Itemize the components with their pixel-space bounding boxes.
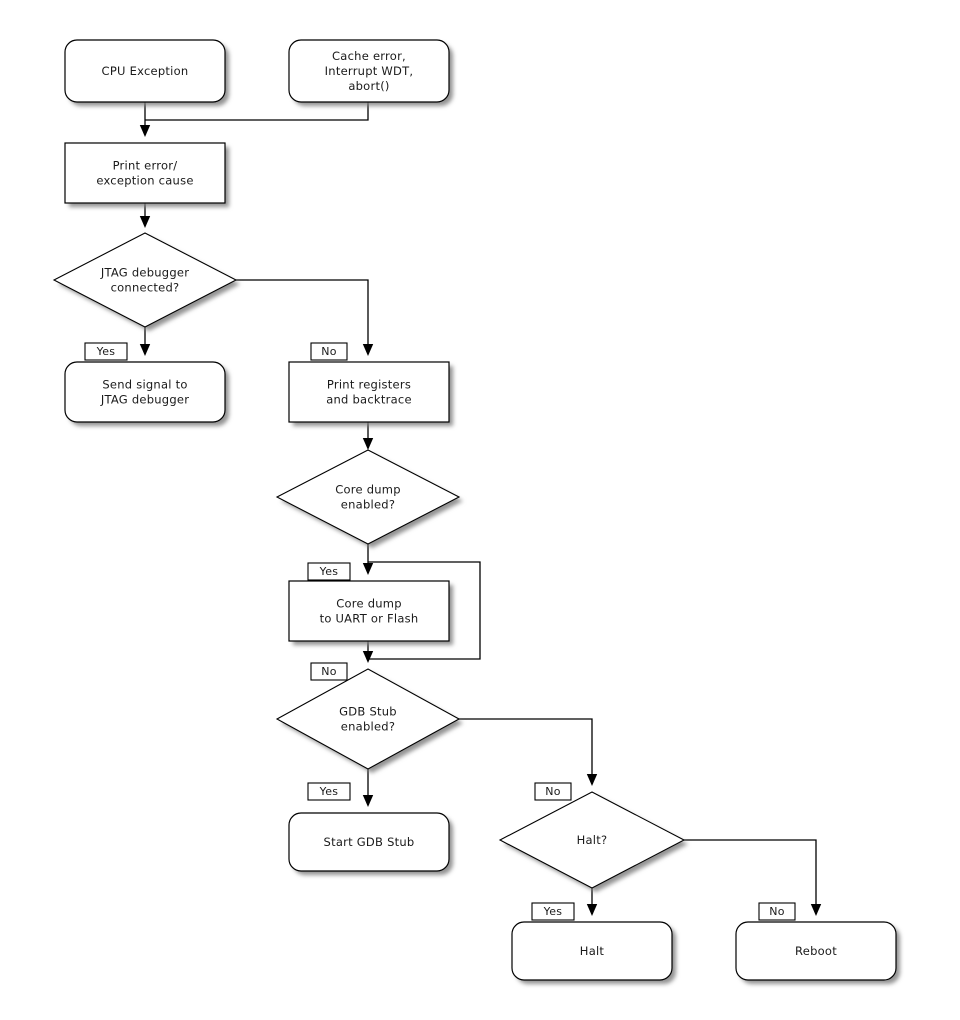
arrow-head-icon	[362, 563, 374, 575]
edge-path	[236, 279, 369, 354]
node-diamond[interactable]	[52, 232, 238, 328]
edge-path	[368, 561, 481, 660]
node-rect[interactable]	[64, 142, 226, 204]
node-rect[interactable]	[288, 361, 450, 423]
edge-path	[684, 839, 817, 914]
edge-label-box	[310, 342, 348, 361]
edge-label-box	[534, 782, 572, 801]
edge-label-label-halt-yes: Yes	[531, 902, 575, 921]
edge-label-label-gdbstub-yes: Yes	[307, 782, 351, 801]
edge-halt-yes-to-halt	[586, 888, 598, 916]
edge-label-label-coredump-no: No	[310, 662, 348, 681]
edge-gdbstub-no-to-halt-decision	[458, 718, 598, 786]
arrow-head-icon	[362, 795, 374, 807]
edge-path	[145, 102, 369, 121]
edge-label-text: Yes	[96, 345, 116, 358]
edge-coredump-to-gdbstub	[362, 641, 374, 663]
edge-cpu-to-print-error	[139, 102, 151, 137]
edge-label-text: Yes	[319, 565, 339, 578]
node-label: Start GDB Stub	[324, 835, 415, 849]
edge-label-text: No	[321, 665, 337, 678]
node-diamond[interactable]	[498, 791, 686, 889]
edge-label-label-gdbstub-no: No	[534, 782, 572, 801]
node-label: Print error/exception cause	[96, 158, 193, 187]
node-rounded-rect[interactable]	[735, 921, 897, 981]
edge-jtag-no-to-print-registers	[236, 279, 374, 356]
node-halt-terminal[interactable]: Halt	[511, 921, 673, 981]
edge-label-label-halt-no: No	[758, 902, 796, 921]
node-rounded-rect[interactable]	[64, 361, 226, 423]
arrow-head-icon	[362, 651, 374, 663]
node-diamond[interactable]	[275, 449, 461, 545]
edge-label-box	[307, 782, 351, 801]
nodes-layer: CPU Exception Cache error,Interrupt WDT,a…	[52, 39, 897, 981]
edge-halt-no-to-reboot	[684, 839, 822, 916]
node-cpu-exception[interactable]: CPU Exception	[64, 39, 226, 103]
node-rect[interactable]	[288, 580, 450, 642]
edge-label-text: Yes	[543, 905, 563, 918]
edge-label-box	[531, 902, 575, 921]
node-label: Reboot	[795, 944, 837, 958]
edge-label-label-coredump-yes: Yes	[307, 562, 351, 581]
node-print-error[interactable]: Print error/exception cause	[64, 142, 226, 204]
arrow-head-icon	[362, 438, 374, 450]
node-label: CPU Exception	[102, 64, 189, 78]
edge-path	[458, 718, 593, 784]
node-cache-error[interactable]: Cache error,Interrupt WDT,abort()	[288, 39, 450, 103]
edge-label-box	[758, 902, 796, 921]
edge-label-box	[310, 662, 348, 681]
arrow-head-icon	[586, 904, 598, 916]
arrow-head-icon	[362, 344, 374, 356]
arrow-head-icon	[139, 125, 151, 137]
node-reboot-terminal[interactable]: Reboot	[735, 921, 897, 981]
edge-label-text: Yes	[319, 785, 339, 798]
edges-layer	[139, 102, 822, 916]
node-rounded-rect[interactable]	[288, 39, 450, 103]
node-halt-decision[interactable]: Halt?	[498, 791, 686, 889]
edge-label-label-jtag-no: No	[310, 342, 348, 361]
edge-label-text: No	[769, 905, 785, 918]
node-label: Halt	[580, 944, 605, 958]
edge-gdbstub-yes-to-start	[362, 769, 374, 807]
edge-label-box	[84, 342, 128, 361]
arrow-head-icon	[810, 904, 822, 916]
node-rounded-rect[interactable]	[511, 921, 673, 981]
node-label: Halt?	[577, 833, 608, 847]
edge-coredump-yes-to-dump	[362, 544, 374, 575]
arrow-head-icon	[586, 774, 598, 786]
edge-coredump-bypass-right	[368, 561, 481, 660]
edge-print-error-to-jtag	[139, 203, 151, 228]
arrow-head-icon	[139, 216, 151, 228]
node-diamond[interactable]	[275, 668, 461, 770]
node-label: Cache error,Interrupt WDT,abort()	[325, 49, 414, 93]
edge-cache-to-merge	[145, 102, 369, 121]
node-rounded-rect[interactable]	[288, 812, 450, 872]
edge-label-label-jtag-yes: Yes	[84, 342, 128, 361]
edge-print-registers-to-coredump	[362, 422, 374, 450]
node-rounded-rect[interactable]	[64, 39, 226, 103]
edge-label-text: No	[545, 785, 561, 798]
edge-label-box	[307, 562, 351, 581]
edge-label-text: No	[321, 345, 337, 358]
arrow-head-icon	[139, 344, 151, 356]
edge-jtag-yes-to-send-signal	[139, 327, 151, 356]
node-start-gdb-stub[interactable]: Start GDB Stub	[288, 812, 450, 872]
